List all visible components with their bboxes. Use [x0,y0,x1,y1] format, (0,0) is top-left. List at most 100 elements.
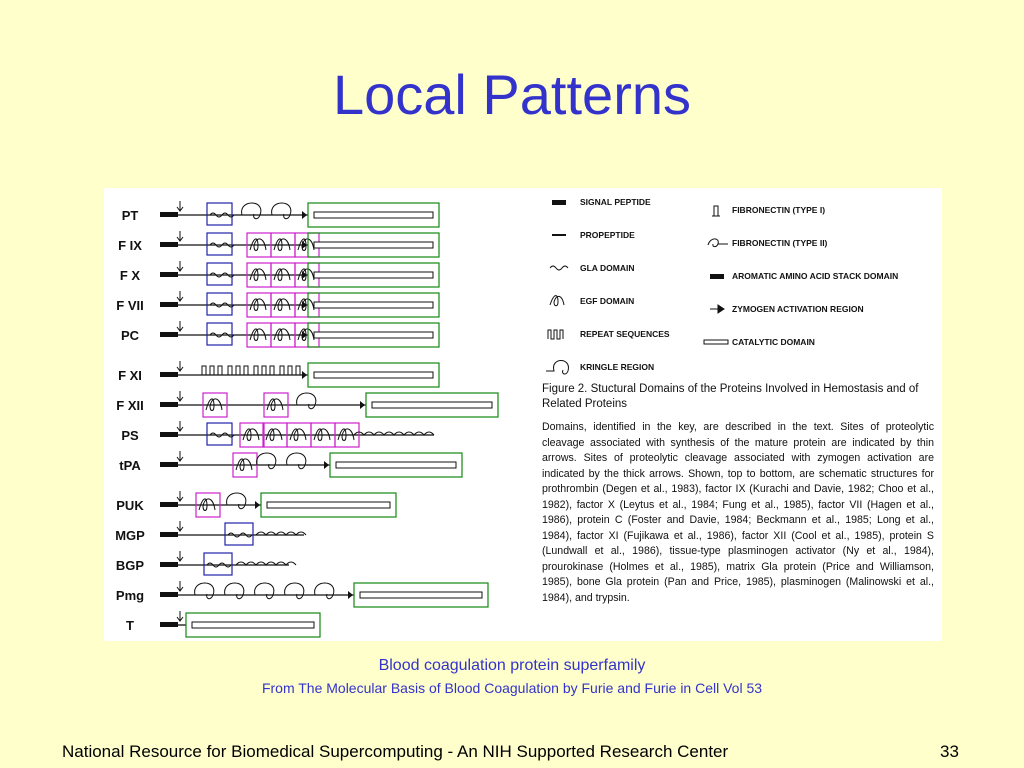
signal-peptide-mark [160,432,178,437]
egf-domain-box [202,392,228,418]
catalytic-domain-box [260,492,397,518]
egf-domain-mark [337,428,355,441]
key-label: CATALYTIC DOMAIN [732,337,815,347]
key-catalytic-mark [703,339,729,345]
protein-label: PC [121,328,140,343]
repeat-sequence-mark [279,365,301,376]
kringle-mark [314,582,335,600]
egf-domain-mark [265,428,283,441]
signal-peptide-mark [160,622,178,627]
key-fibronectin1-mark [712,205,720,217]
protein-label: F VII [116,298,143,313]
key-label: REPEAT SEQUENCES [580,329,670,339]
signal-peptide-mark [160,332,178,337]
repeat-sequence-mark [227,365,249,376]
protein-label: F XII [116,398,143,413]
gla-domain-mark [227,532,253,538]
catalytic-domain-mark [313,211,434,219]
zymogen-activation-mark [302,211,307,219]
fibronectin-mark [353,431,435,436]
cleavage-arrow [176,391,184,402]
signal-peptide-mark [160,372,178,377]
protein-label: F X [120,268,141,283]
key-signal-mark [552,200,566,205]
key-label: FIBRONECTIN (TYPE II) [732,238,828,248]
catalytic-domain-mark [266,501,391,509]
catalytic-domain-box [185,612,321,638]
egf-domain-box [239,422,265,448]
repeat-sequence-mark [253,365,275,376]
gla-domain-box [206,262,233,286]
gla-domain-box [206,232,233,256]
gla-domain-box [203,552,233,576]
gla-domain-mark [209,212,235,218]
caption-title: Blood coagulation protein superfamily [378,657,646,674]
key-fibronectin2-mark [707,238,728,248]
protein-label: T [126,618,134,633]
cleavage-arrow [176,201,184,212]
kringle-mark [224,582,245,600]
egf-domain-mark [273,268,291,281]
kringle-mark [296,392,317,410]
kringle-mark [226,492,247,510]
cleavage-arrow [176,231,184,242]
cleavage-arrow [176,421,184,432]
key-label: FIBRONECTIN (TYPE I) [732,205,825,215]
signal-peptide-mark [160,462,178,467]
zymogen-activation-mark [324,461,329,469]
key-egf-mark [549,295,565,307]
fibronectin-mark [235,561,297,566]
cleavage-arrow [176,361,184,372]
egf-domain-mark [273,328,291,341]
catalytic-domain-mark [313,301,434,309]
egf-domain-mark [313,428,331,441]
egf-domain-box [195,492,221,518]
protein-label: PUK [116,498,144,513]
signal-peptide-mark [160,402,178,407]
cleavage-arrow [176,581,184,592]
gla-domain-mark [209,302,235,308]
cleavage-arrow [176,611,184,622]
zymogen-activation-mark [302,331,307,339]
protein-label: BGP [116,558,145,573]
signal-peptide-mark [160,562,178,567]
repeat-sequence-mark [201,365,223,376]
key-label: PROPEPTIDE [580,230,635,240]
catalytic-domain-mark [313,271,434,279]
signal-peptide-mark [160,302,178,307]
protein-label: Pmg [116,588,144,603]
signal-peptide-mark [160,272,178,277]
gla-domain-box [206,322,233,346]
catalytic-domain-mark [313,241,434,249]
zymogen-activation-mark [302,301,307,309]
catalytic-domain-box [365,392,499,418]
egf-domain-mark [249,238,267,251]
kringle-mark [194,582,215,600]
kringle-mark [256,452,277,470]
zymogen-activation-mark [302,271,307,279]
figure-legend-text: Domains, identified in the key, are desc… [542,421,934,604]
egf-domain-mark [289,428,307,441]
protein-label: PT [122,208,139,223]
gla-domain-box [206,292,233,316]
gla-domain-box [206,202,233,226]
slide-title: Local Patterns [333,63,691,126]
key-label: AROMATIC AMINO ACID STACK DOMAIN [732,271,898,281]
kringle-mark [271,202,292,220]
cleavage-arrow [176,491,184,502]
kringle-mark [241,202,262,220]
protein-label: F IX [118,238,142,253]
catalytic-domain-box [307,262,440,288]
cleavage-arrow [176,551,184,562]
egf-domain-mark [242,428,260,441]
gla-domain-mark [209,242,235,248]
gla-domain-box [206,422,233,446]
catalytic-domain-box [329,452,463,478]
gla-domain-box [224,522,254,546]
gla-domain-mark [209,332,235,338]
kringle-mark [286,452,307,470]
catalytic-domain-box [307,232,440,258]
key-label: EGF DOMAIN [580,296,634,306]
signal-peptide-mark [160,592,178,597]
